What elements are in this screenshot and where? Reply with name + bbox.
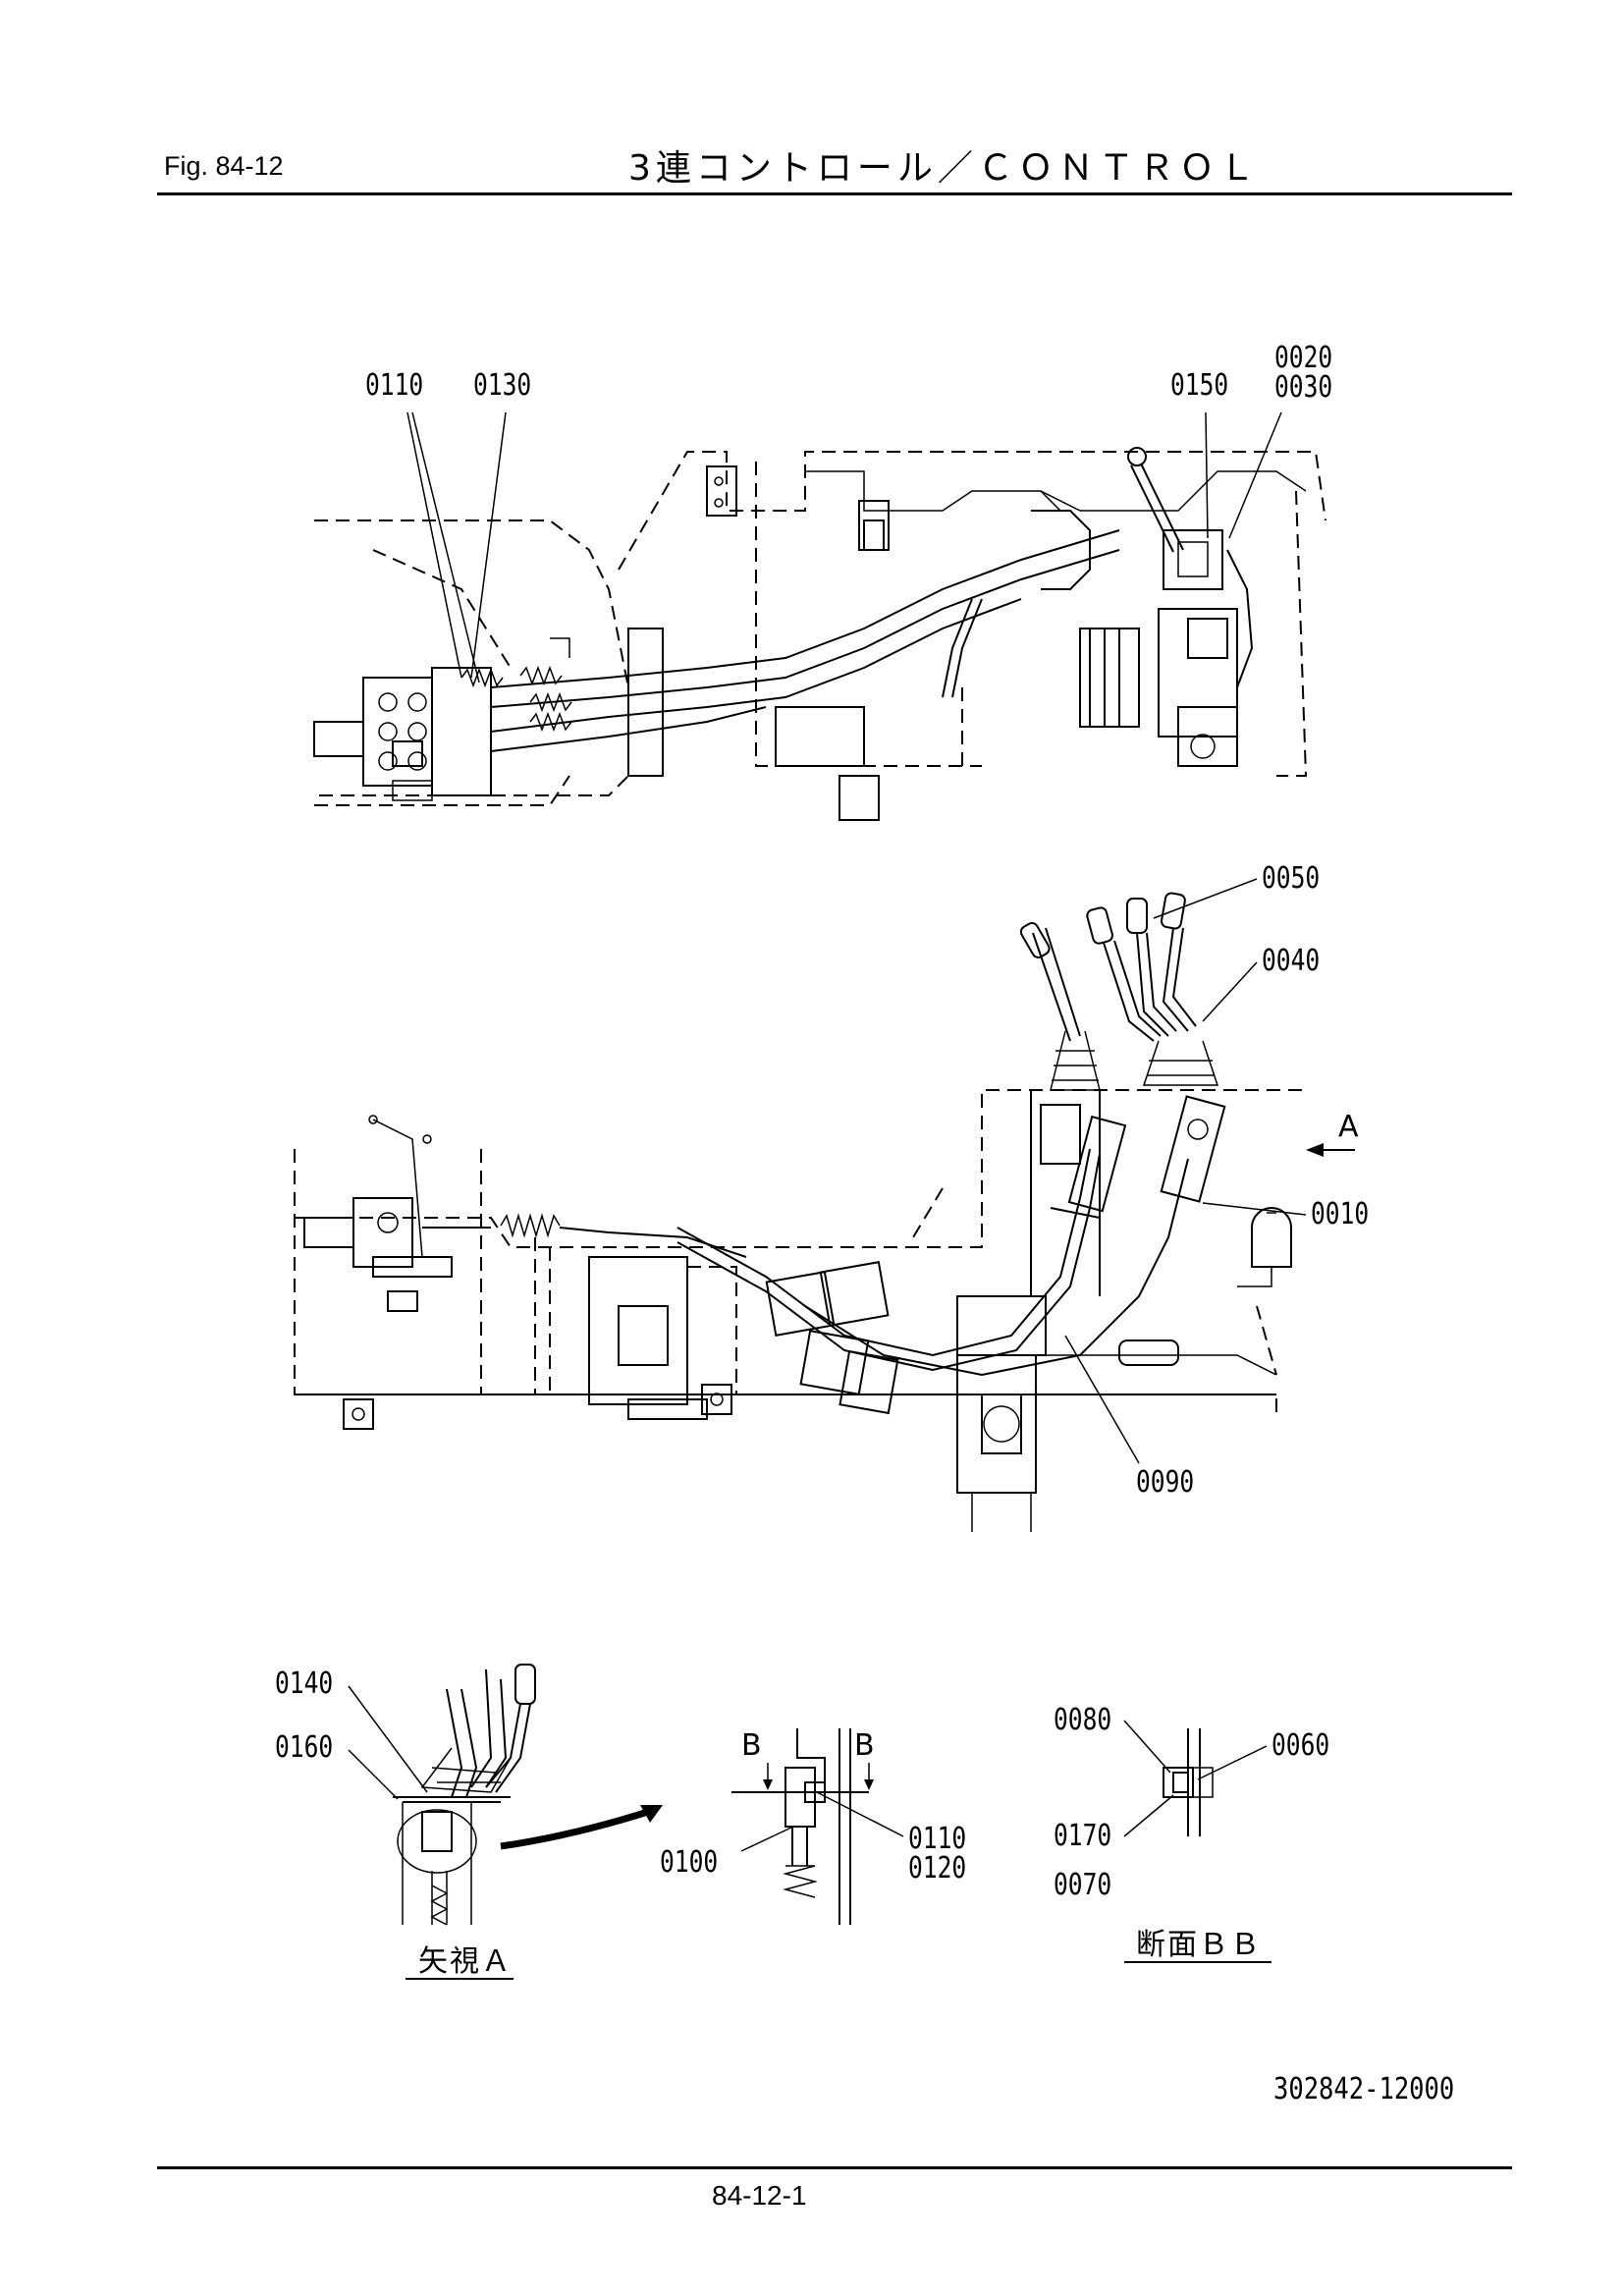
callout-0070: 0070 — [1054, 1868, 1112, 1902]
callout-0080: 0080 — [1054, 1703, 1112, 1737]
footer-rule — [157, 2166, 1512, 2169]
callout-0110-top: 0110 — [365, 368, 424, 403]
callout-0030: 0030 — [1274, 370, 1333, 405]
section-bb-underline — [1124, 1961, 1271, 1963]
callout-0140: 0140 — [275, 1667, 334, 1701]
callout-0010: 0010 — [1311, 1197, 1370, 1231]
section-bb-caption: 断面ＢＢ — [1136, 1928, 1262, 1962]
view-arrow-a-label: A — [1338, 1110, 1361, 1144]
view-a-caption: 矢視Ａ — [418, 1944, 513, 1979]
top-view — [313, 411, 1326, 821]
header-rule — [157, 192, 1512, 195]
callout-0160: 0160 — [275, 1730, 334, 1765]
callout-0040: 0040 — [1262, 944, 1321, 978]
document-number: 302842-12000 — [1273, 2072, 1455, 2106]
callout-0130: 0130 — [473, 368, 532, 403]
side-view — [294, 878, 1355, 1532]
callout-0090: 0090 — [1136, 1465, 1195, 1500]
section-bb-detail — [1123, 1720, 1268, 1837]
callout-0020: 0020 — [1274, 341, 1333, 375]
section-b-detail — [731, 1728, 904, 1925]
section-marker-b-left: B — [741, 1728, 764, 1763]
callout-0120: 0120 — [908, 1851, 967, 1886]
figure-title: 3連コントロール／ＣＯＮＴＲＯＬ — [628, 148, 1260, 189]
callout-0170: 0170 — [1054, 1819, 1112, 1853]
callout-0110-bottom: 0110 — [908, 1822, 967, 1856]
callout-0150: 0150 — [1170, 368, 1229, 403]
section-marker-b-right: B — [854, 1728, 877, 1763]
figure-number: Fig. 84-12 — [164, 151, 284, 181]
callout-0060: 0060 — [1271, 1728, 1330, 1763]
callout-0100: 0100 — [660, 1845, 719, 1880]
view-a-underline — [406, 1978, 514, 1980]
callout-0050: 0050 — [1262, 861, 1321, 896]
view-a-detail — [348, 1664, 663, 1926]
page-number: 84-12-1 — [712, 2180, 807, 2211]
